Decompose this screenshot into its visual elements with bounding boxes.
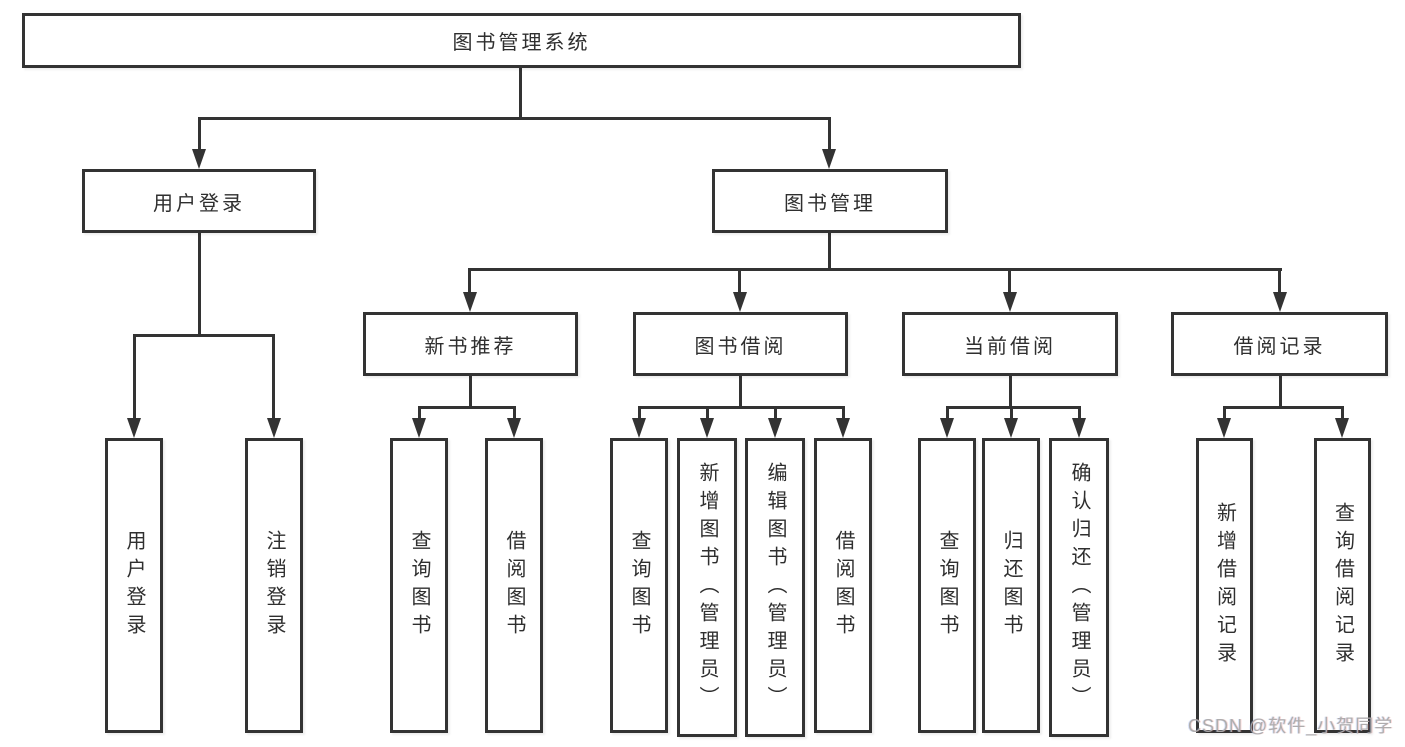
edge-stem-user-login xyxy=(198,117,201,151)
edge-current-borrow-trunk xyxy=(1009,374,1012,409)
edge-stem-borrow-records xyxy=(1278,268,1281,294)
edge-user-login-crossbar xyxy=(133,334,275,337)
edge-root-crossbar xyxy=(198,117,831,120)
arrowhead-icon xyxy=(267,418,281,438)
edge-borrow-records-trunk xyxy=(1279,374,1282,409)
edge-user-login-trunk xyxy=(198,231,201,337)
node-new-book-recommend: 新书推荐 xyxy=(363,312,578,376)
arrowhead-icon xyxy=(1217,418,1231,438)
edge-stem xyxy=(1223,406,1226,420)
node-borrow-records: 借阅记录 xyxy=(1171,312,1388,376)
edge-stem-book-management xyxy=(828,117,831,151)
leaf-add-borrow-record: 新增借阅记录 xyxy=(1196,438,1253,733)
leaf-add-books-admin: 新增图书（管理员） xyxy=(677,438,737,737)
edge-stem xyxy=(1078,406,1081,420)
leaf-query-books-borrow: 查询图书 xyxy=(610,438,668,733)
leaf-confirm-return-admin: 确认归还（管理员） xyxy=(1049,438,1109,737)
edge-stem xyxy=(1010,406,1013,420)
leaf-logout: 注销登录 xyxy=(245,438,303,733)
edge-book-borrow-crossbar xyxy=(638,406,845,409)
arrowhead-icon xyxy=(822,149,836,169)
node-current-borrow: 当前借阅 xyxy=(902,312,1118,376)
edge-current-borrow-crossbar xyxy=(946,406,1080,409)
leaf-query-books-recommend: 查询图书 xyxy=(390,438,448,733)
edge-new-book-trunk xyxy=(469,374,472,409)
arrowhead-icon xyxy=(1072,418,1086,438)
node-book-management: 图书管理 xyxy=(712,169,948,233)
leaf-query-borrow-record: 查询借阅记录 xyxy=(1314,438,1371,733)
edge-stem-leaf-logout xyxy=(272,334,275,420)
arrowhead-icon xyxy=(768,418,782,438)
edge-stem xyxy=(706,406,709,420)
edge-root-trunk xyxy=(519,65,522,120)
leaf-edit-books-admin: 编辑图书（管理员） xyxy=(745,438,805,737)
edge-new-book-crossbar xyxy=(418,406,516,409)
arrowhead-icon xyxy=(463,292,477,312)
edge-book-management-crossbar xyxy=(469,268,1282,271)
leaf-query-books-current: 查询图书 xyxy=(918,438,976,733)
edge-stem-book-borrow xyxy=(738,268,741,294)
arrowhead-icon xyxy=(632,418,646,438)
node-book-borrow: 图书借阅 xyxy=(633,312,848,376)
edge-stem-current-borrow xyxy=(1008,268,1011,294)
node-user-login: 用户登录 xyxy=(82,169,316,233)
leaf-return-books: 归还图书 xyxy=(982,438,1040,733)
arrowhead-icon xyxy=(192,149,206,169)
arrowhead-icon xyxy=(700,418,714,438)
arrowhead-icon xyxy=(1273,292,1287,312)
edge-stem xyxy=(1341,406,1344,420)
leaf-borrow-books: 借阅图书 xyxy=(814,438,872,733)
leaf-user-login: 用户登录 xyxy=(105,438,163,733)
edge-book-management-trunk xyxy=(828,231,831,271)
arrowhead-icon xyxy=(940,418,954,438)
edge-book-borrow-trunk xyxy=(739,374,742,409)
arrowhead-icon xyxy=(836,418,850,438)
edge-stem xyxy=(946,406,949,420)
arrowhead-icon xyxy=(507,418,521,438)
edge-stem xyxy=(842,406,845,420)
edge-stem xyxy=(638,406,641,420)
edge-stem xyxy=(418,406,421,420)
edge-borrow-records-crossbar xyxy=(1223,406,1344,409)
watermark: CSDN @软件_小贺同学 xyxy=(1188,716,1394,736)
node-root: 图书管理系统 xyxy=(22,13,1021,68)
arrowhead-icon xyxy=(412,418,426,438)
arrowhead-icon xyxy=(1003,292,1017,312)
edge-stem xyxy=(513,406,516,420)
edge-stem-leaf-user-login xyxy=(133,334,136,420)
edge-stem-new-book xyxy=(468,268,471,294)
edge-stem xyxy=(774,406,777,420)
leaf-borrow-books-recommend: 借阅图书 xyxy=(485,438,543,733)
arrowhead-icon xyxy=(733,292,747,312)
arrowhead-icon xyxy=(1335,418,1349,438)
arrowhead-icon xyxy=(1004,418,1018,438)
arrowhead-icon xyxy=(127,418,141,438)
